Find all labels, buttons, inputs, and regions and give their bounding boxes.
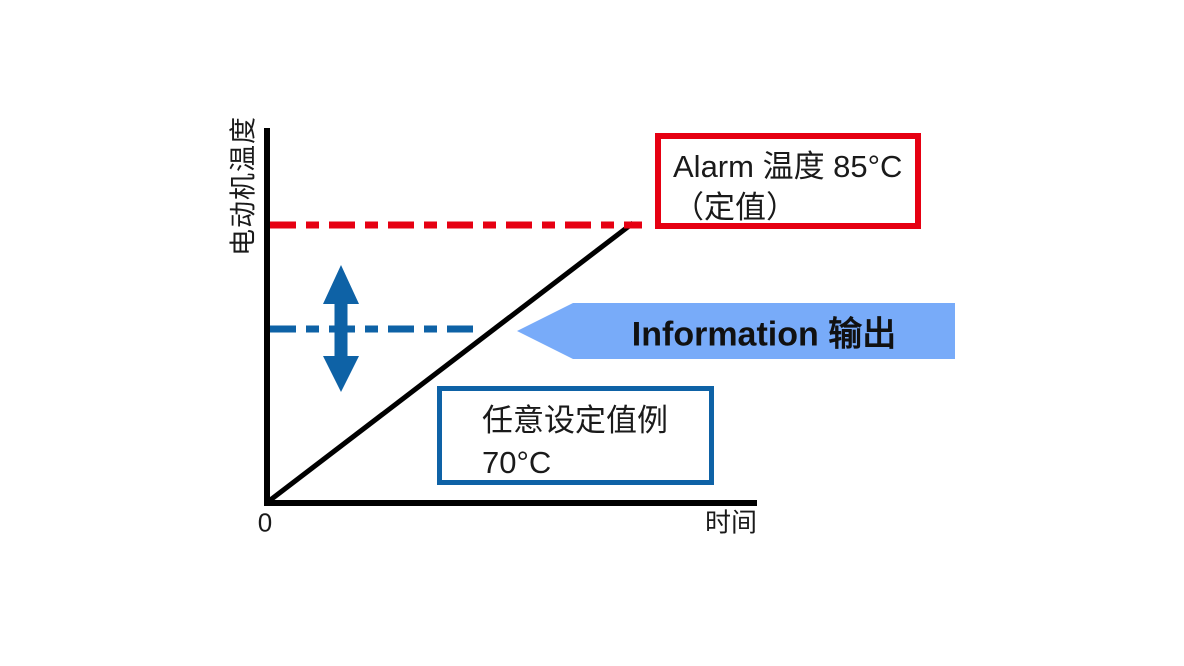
origin-label: 0 (257, 507, 273, 538)
setpoint-callout-line2: 70°C (482, 445, 552, 480)
information-arrow-icon (517, 303, 955, 359)
temperature-curve-line (267, 221, 635, 503)
alarm-callout-box: Alarm 温度 85°C （定值） (655, 133, 921, 229)
alarm-callout-line2: （定值） (673, 190, 797, 225)
setpoint-callout-line1: 任意设定值例 (482, 403, 668, 438)
information-arrow-label: Information 输出 (631, 315, 897, 354)
x-axis-label: 时间 (704, 507, 758, 538)
setpoint-callout-box: 任意设定值例 70°C (437, 386, 714, 485)
y-axis-label: 电动机温度 (228, 116, 259, 256)
alarm-callout-line1: Alarm 温度 85°C (673, 149, 903, 184)
